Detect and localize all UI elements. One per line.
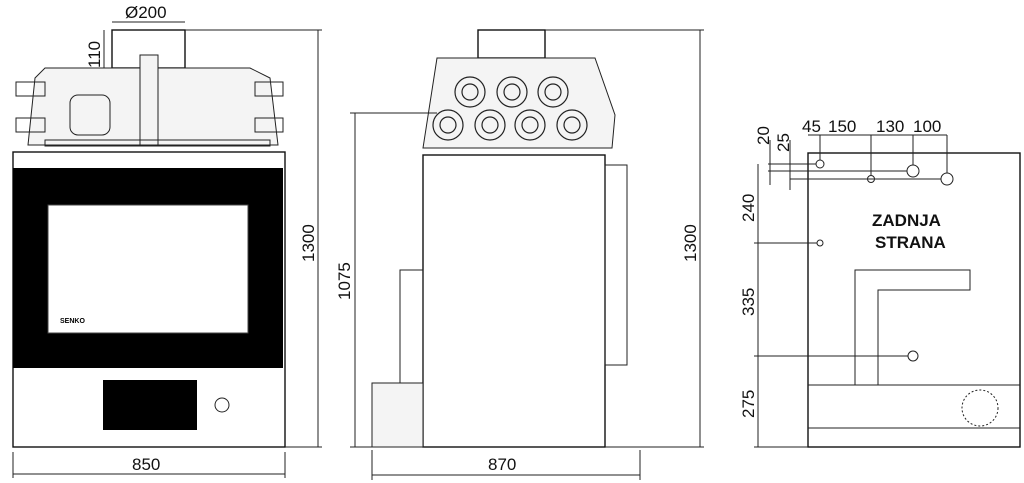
door-profile — [604, 164, 628, 366]
dim-chimney-diameter: Ø200 — [125, 3, 167, 22]
rear-view: 45 150 130 100 20 25 240 335 275 ZADNJA … — [739, 117, 1021, 448]
dim-v-3: 275 — [739, 390, 758, 418]
dim-h-1: 45 — [802, 117, 821, 136]
dim-side-depth: 870 — [488, 455, 516, 474]
rear-title-line2: STRANA — [875, 233, 946, 252]
rear-box — [371, 382, 424, 448]
side-pipe — [254, 117, 284, 133]
dim-h-4: 100 — [913, 117, 941, 136]
dim-front-width: 850 — [132, 455, 160, 474]
rear-title-line1: ZADNJA — [872, 211, 941, 230]
dim-top-2: 25 — [774, 133, 793, 152]
side-pipe — [254, 81, 284, 97]
dim-top-1: 20 — [754, 126, 773, 145]
hood — [422, 57, 616, 149]
logo: SENKO — [60, 318, 85, 325]
dim-v-1: 240 — [739, 194, 758, 222]
air-knob — [214, 397, 230, 413]
dim-v-2: 335 — [739, 288, 758, 316]
dim-h-2: 150 — [828, 117, 856, 136]
side-pipe — [15, 81, 46, 97]
dim-connection-height: 1075 — [335, 262, 354, 300]
rear-duct-outline — [854, 269, 971, 385]
hood-rim — [44, 139, 271, 147]
front-view: SENKO Ø200 110 1300 850 — [12, 3, 322, 478]
dim-h-3: 130 — [876, 117, 904, 136]
dim-side-height: 1300 — [681, 224, 700, 262]
rear-opening — [961, 389, 999, 427]
bracket — [139, 54, 159, 146]
side-view: 1075 1300 870 — [335, 29, 704, 480]
chimney — [477, 29, 546, 59]
rear-panel — [807, 152, 1021, 448]
dim-front-height: 1300 — [299, 224, 318, 262]
logo-plate — [58, 316, 90, 324]
inspection-flange — [69, 94, 111, 136]
dim-chimney-height: 110 — [85, 41, 104, 68]
rear-duct — [399, 269, 424, 384]
ash-door — [103, 380, 197, 430]
side-pipe — [15, 117, 46, 133]
door-glass — [47, 204, 249, 334]
stove-body — [422, 154, 606, 448]
